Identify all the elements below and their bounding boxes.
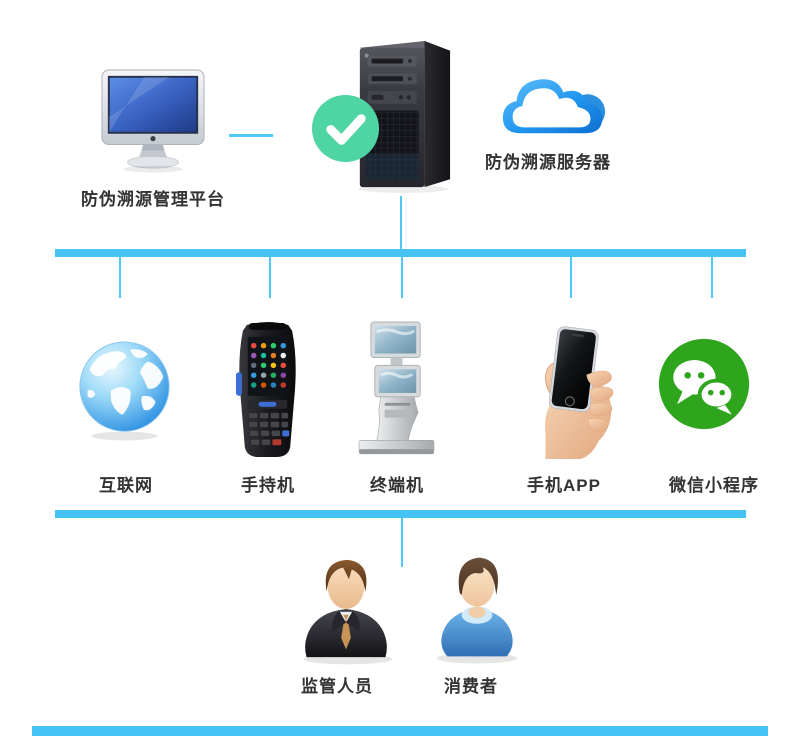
drop-line-internet (119, 257, 121, 298)
consumer-label: 消费者 (444, 677, 498, 696)
internet-label: 互联网 (99, 476, 153, 495)
drop-line-phone (570, 257, 572, 298)
wechat-icon (656, 336, 752, 432)
cloud-icon (497, 69, 610, 141)
drop-line-handheld (269, 257, 271, 298)
server-tower-icon (352, 36, 454, 193)
handheld-scanner-icon (233, 321, 302, 459)
wechat-miniprogram-label: 微信小程序 (669, 476, 759, 495)
connector-monitor-server (229, 134, 273, 137)
handheld-label: 手持机 (241, 476, 295, 495)
drop-line-users (401, 518, 403, 567)
drop-line-kiosk (401, 257, 403, 298)
platform-label: 防伪溯源管理平台 (81, 190, 225, 209)
connector-server-bus (400, 196, 402, 249)
phone-app-label: 手机APP (527, 476, 601, 495)
supervisor-label: 监管人员 (301, 677, 373, 696)
bus-bar-top (55, 249, 746, 257)
globe-icon (76, 340, 173, 441)
check-circle-icon (311, 94, 380, 163)
supervisor-icon (294, 551, 398, 665)
cloud-server-label: 防伪溯源服务器 (485, 153, 611, 172)
bus-bar-middle (55, 510, 746, 518)
bus-bar-bottom (32, 726, 768, 736)
desktop-monitor-icon (99, 68, 207, 174)
consumer-icon (431, 549, 523, 664)
phone-in-hand-icon (520, 320, 614, 459)
drop-line-wechat (711, 257, 713, 298)
kiosk-label: 终端机 (370, 476, 424, 495)
kiosk-terminal-icon (351, 320, 444, 460)
